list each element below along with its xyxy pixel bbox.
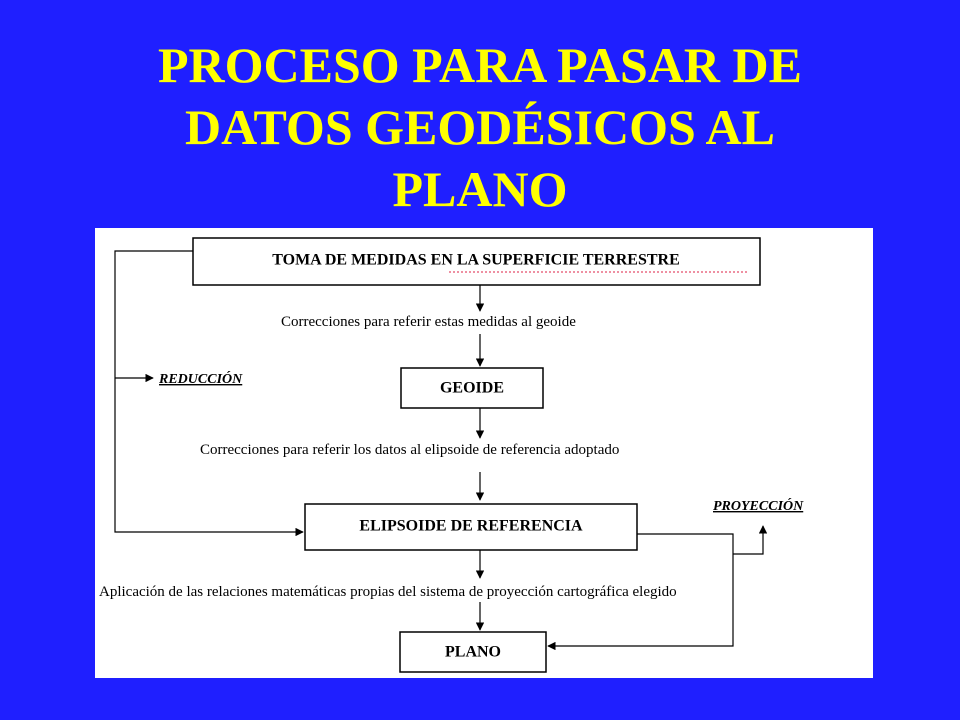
box-plano bbox=[399, 631, 547, 673]
reduction-label: REDUCCIÓN bbox=[158, 370, 243, 387]
projection-arrow bbox=[733, 525, 768, 555]
flow-diagram-svg: TOMA DE MEDIDAS EN LA SUPERFICIE TERREST… bbox=[99, 237, 804, 673]
title-line-1: PROCESO PARA PASAR DE bbox=[157, 37, 803, 93]
application-text: Aplicación de las relaciones matemáticas… bbox=[99, 584, 677, 600]
reduction-loop-line bbox=[114, 250, 304, 537]
flow-diagram: TOMA DE MEDIDAS EN LA SUPERFICIE TERREST… bbox=[95, 228, 873, 678]
box-plano-label: PLANO bbox=[445, 644, 501, 661]
title-line-3: PLANO bbox=[392, 161, 568, 217]
projection-label: PROYECCIÓN bbox=[713, 497, 804, 514]
box-elipsoide bbox=[304, 503, 638, 551]
slide-title: PROCESO PARA PASAR DE DATOS GEODÉSICOS A… bbox=[0, 34, 960, 220]
box-geoide bbox=[400, 367, 544, 409]
title-line-2: DATOS GEODÉSICOS AL bbox=[184, 99, 775, 155]
box-toma-medidas bbox=[192, 237, 761, 286]
box-geoide-label: GEOIDE bbox=[440, 380, 504, 397]
corrections-ellipsoid-text: Correcciones para referir los datos al e… bbox=[200, 442, 619, 458]
projection-loop-line bbox=[547, 533, 734, 651]
corrections-geoid-text: Correcciones para referir estas medidas … bbox=[281, 314, 576, 330]
box-toma-medidas-label: TOMA DE MEDIDAS EN LA SUPERFICIE TERREST… bbox=[272, 252, 680, 269]
box-elipsoide-label: ELIPSOIDE DE REFERENCIA bbox=[359, 518, 583, 535]
